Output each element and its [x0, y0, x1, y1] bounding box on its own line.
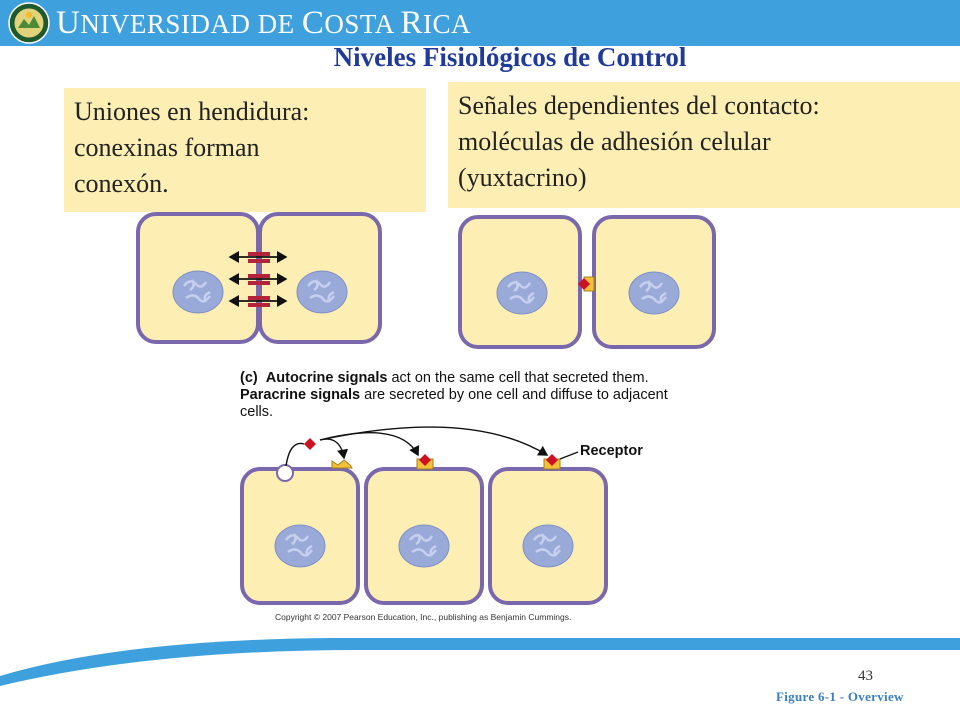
contact-signal-cells: [458, 215, 716, 349]
university-seal-icon: [8, 2, 50, 44]
figure-reference: Figure 6-1 - Overview: [776, 689, 904, 704]
nucleus: [627, 270, 681, 316]
figure-caption: (c) Autocrine signals act on the same ce…: [240, 370, 668, 420]
footer-swoosh-highlight: [0, 650, 960, 720]
autocrine-arrow: [319, 438, 349, 460]
nucleus: [397, 523, 451, 569]
gap-junction-cells: [136, 212, 382, 344]
copyright-notice: Copyright © 2007 Pearson Education, Inc.…: [275, 612, 572, 622]
page-number: 43: [858, 668, 873, 684]
receptor-pointer: [559, 451, 579, 460]
nucleus: [295, 269, 349, 315]
nucleus: [495, 270, 549, 316]
autocrine-paracrine-cells: [240, 426, 608, 605]
university-name: UNIVERSIDAD DE COSTA RICA: [56, 5, 471, 41]
nucleus: [171, 269, 225, 315]
adhesion-molecule: [578, 278, 590, 290]
gap-junction-textbox: Uniones en hendidura: conexinas forman c…: [64, 88, 426, 212]
exchange-arrows: [228, 251, 288, 307]
paracrine-arrow-1: [319, 432, 420, 457]
secretory-vesicle: [276, 464, 294, 482]
contact-signals-textbox: Señales dependientes del contacto: moléc…: [448, 82, 960, 208]
paracrine-arrow-2: [319, 426, 549, 456]
receptor-autocrine: [331, 459, 353, 469]
signal-molecule: [419, 454, 431, 466]
connexon-channels: [248, 252, 270, 307]
signal-molecule: [304, 438, 316, 450]
nucleus: [521, 523, 575, 569]
slide-title: Niveles Fisiológicos de Control: [333, 42, 687, 72]
secretion-curve: [285, 442, 305, 467]
header-bar: [0, 0, 960, 46]
nucleus: [273, 523, 327, 569]
signal-molecule: [546, 454, 558, 466]
receptor-label: Receptor: [580, 443, 643, 459]
